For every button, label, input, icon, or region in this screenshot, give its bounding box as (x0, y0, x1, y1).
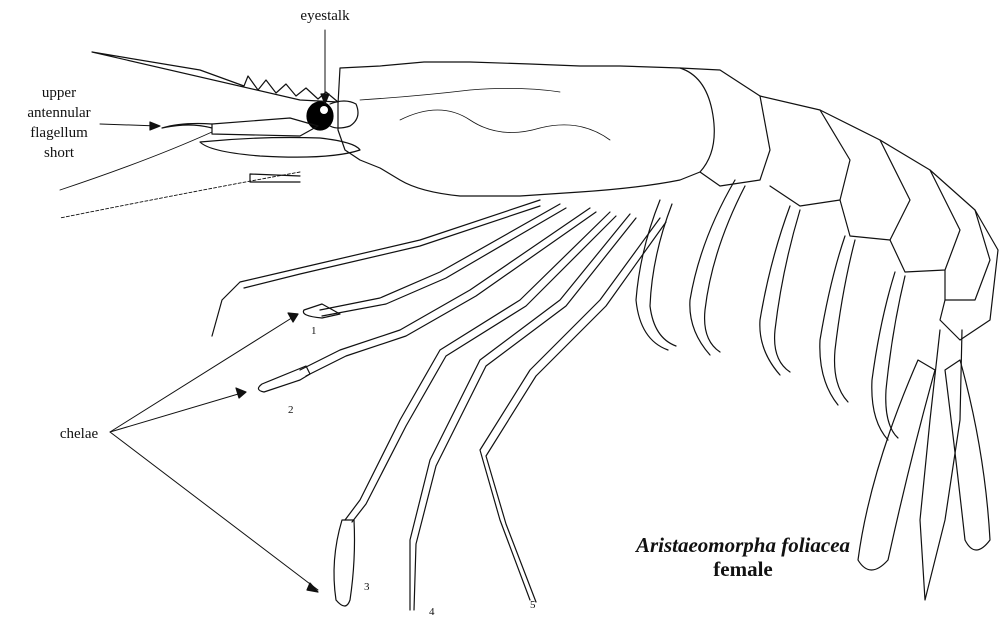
antennular-peduncle (212, 118, 318, 136)
leg-number-2: 2 (288, 404, 294, 416)
species-name: Aristaeomorpha foliacea (608, 533, 878, 558)
chelae-pointer-3 (110, 432, 318, 590)
chelae-pointer-2 (110, 392, 245, 432)
abdomen-segment-3 (820, 110, 910, 240)
abdomen-segment-4 (880, 140, 960, 272)
abdomen-segment-2 (760, 96, 850, 206)
eyestalk-label: eyestalk (275, 6, 375, 26)
carapace-ridge (360, 88, 560, 100)
chelae-pointer-1 (110, 314, 298, 432)
leg-number-4: 4 (429, 606, 435, 618)
antennule-pointer (100, 124, 158, 126)
third-maxilliped (212, 200, 540, 336)
pleopod-1 (690, 180, 735, 355)
leg-number-1: 1 (311, 325, 317, 337)
leg-number-5: 5 (530, 599, 536, 611)
antennule-label: upper antennular flagellum short (14, 83, 104, 163)
scaphocerite (200, 138, 360, 158)
pleopod-5 (636, 200, 668, 350)
abdomen-segment-6 (940, 210, 998, 340)
chela-2 (258, 366, 310, 392)
pleopod-2 (760, 206, 790, 375)
carapace (338, 62, 714, 196)
chela-3 (334, 520, 355, 606)
upper-antennular-flagellum (162, 124, 212, 129)
pereiopod-1 (320, 204, 560, 310)
abdomen-segment-5 (930, 170, 990, 300)
abdomen-segment-1 (680, 68, 770, 186)
chelae-label: chelae (44, 424, 114, 444)
antennule-label-line-2: antennular (14, 103, 104, 123)
carapace-groove (400, 110, 610, 140)
pereiopod-4 (410, 214, 630, 610)
antennule-label-line-4: short (14, 143, 104, 163)
leg-number-3: 3 (364, 581, 370, 593)
eyestalk (330, 101, 358, 128)
uropod-inner (945, 360, 990, 550)
antenna (60, 172, 300, 218)
pleopod-4 (872, 272, 895, 440)
rostrum (92, 52, 338, 102)
antennule-label-line-1: upper (14, 83, 104, 103)
pleopod-3 (820, 236, 845, 405)
antennule-label-line-3: flagellum (14, 123, 104, 143)
telson (920, 330, 962, 600)
pereiopod-2 (300, 208, 590, 370)
sex-label: female (608, 557, 878, 582)
eye (307, 102, 333, 130)
